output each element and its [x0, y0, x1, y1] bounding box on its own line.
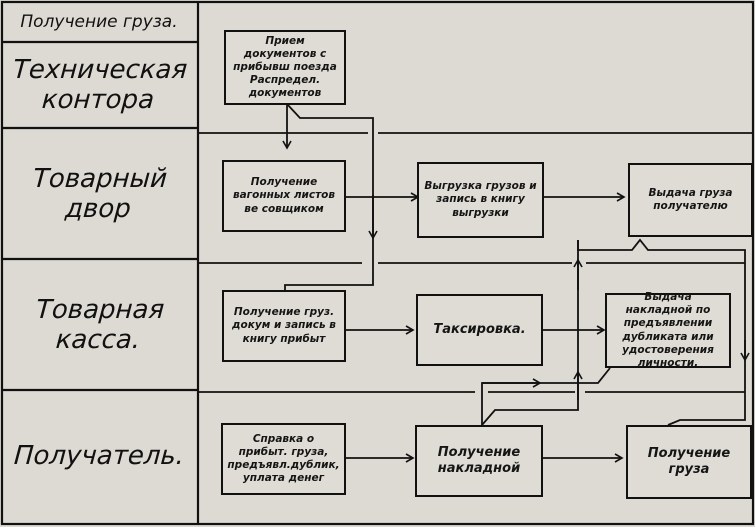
lane-label-line: контора [40, 85, 156, 115]
lane-label-recipient: Получатель. [0, 392, 201, 522]
path-getwaybill-to-waybill-office [481, 367, 611, 425]
path-getwaybill-riser [481, 240, 579, 426]
lane-label-line: двор [64, 193, 132, 224]
lane-label-line: Товарный [32, 163, 169, 194]
lane-label-line: Получатель. [12, 441, 186, 472]
box-inquiry-payment: Справка о прибыт. груза, предъявл.дублик… [221, 423, 346, 495]
lane-label-goods-yard: Товарный двор [0, 130, 201, 259]
lane-label-tech-office: Техническая контора [0, 44, 199, 128]
lane-label-line: Техническая [12, 55, 189, 86]
lane-label-line: Товарная [34, 294, 166, 325]
box-get-waybill: Получение накладной [415, 425, 543, 497]
header-label: Получение груза. [20, 12, 178, 33]
box-taxation: Таксировка. [416, 294, 543, 366]
box-issue-waybill: Выдача накладной по предъявлении дублика… [605, 291, 731, 369]
path-issue-cargo-to-getcargo [577, 238, 746, 426]
box-issue-cargo: Выдача груза получателю [628, 163, 753, 237]
box-wagon-sheets: Получение вагонных листов ве совщиком [222, 160, 346, 232]
box-get-cargo: Получение груза [626, 425, 752, 499]
box-cargo-documents: Получение груз. докум и запись в книгу п… [222, 290, 346, 362]
box-unloading: Выгрузка грузов и запись в книгу выгрузк… [417, 162, 544, 238]
lane-label-goods-cashier: Товарная касса. [0, 261, 201, 390]
box-receive-documents: Прием документов с прибывш поезда Распре… [224, 30, 346, 105]
lane-label-line: касса. [54, 324, 142, 355]
